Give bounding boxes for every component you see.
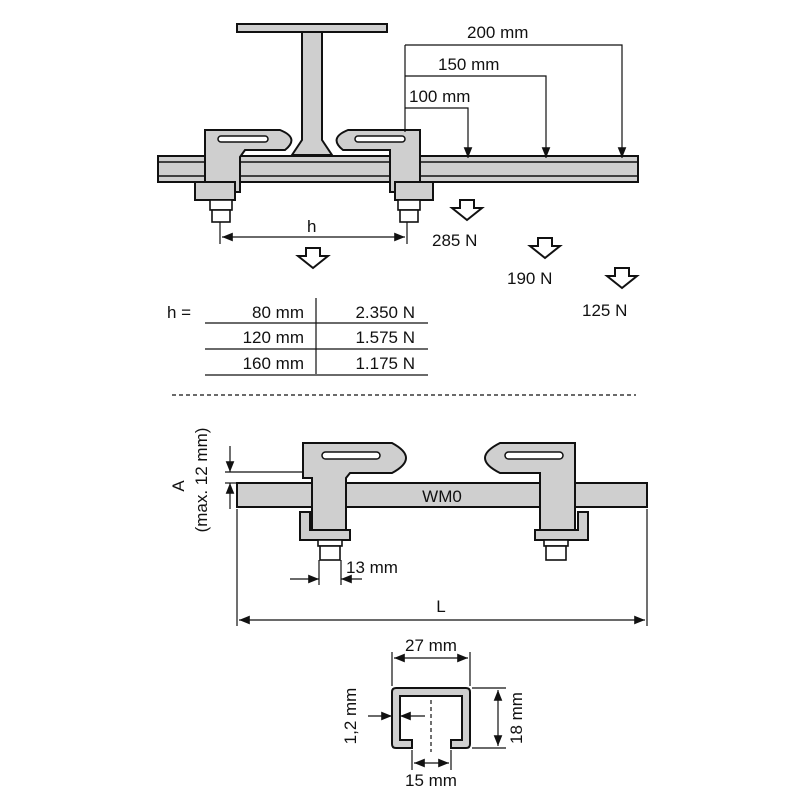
length-label: L [436,597,445,616]
distance-label-150: 150 mm [438,55,499,74]
a-label: A [169,480,188,492]
load-table: h = 80 mm 2.350 N 120 mm 1.575 N 160 mm … [167,298,428,376]
load-arrow-center [295,247,331,270]
table-load-3: 1.175 N [355,354,415,373]
load-arrow-1 [449,199,485,222]
right-clamp [335,129,434,223]
middle-assembly: WM0 A (max. 12 mm) 13 mm [169,428,648,626]
wm0-rail [236,482,648,508]
profile-width-label: 27 mm [405,636,457,655]
load-label-125: 125 N [582,301,627,320]
table-h-2: 120 mm [243,328,304,347]
table-load-2: 1.575 N [355,328,415,347]
profile-thickness-label: 1,2 mm [341,688,360,745]
a-max-label: (max. 12 mm) [192,428,211,533]
distance-label-200: 200 mm [467,23,528,42]
load-label-285: 285 N [432,231,477,250]
profile-height-label: 18 mm [507,692,526,744]
profile-opening-label: 15 mm [405,771,457,790]
table-h-1: 80 mm [252,303,304,322]
left-clamp [194,129,293,223]
table-load-1: 2.350 N [355,303,415,322]
distance-label-100: 100 mm [409,87,470,106]
bolt-width-label: 13 mm [346,558,398,577]
load-arrow-2 [527,237,563,260]
middle-left-clamp [299,442,407,561]
h-label: h [307,217,316,236]
middle-right-clamp [484,442,589,561]
top-assembly: 200 mm 150 mm 100 mm h 285 N 190 N 125 N [157,23,640,320]
table-h-3: 160 mm [243,354,304,373]
load-label-190: 190 N [507,269,552,288]
rail-label: WM0 [422,487,462,506]
load-arrow-3 [604,267,640,290]
rail-profile: 27 mm 18 mm 1,2 mm 15 mm [341,636,526,790]
table-prefix: h = [167,303,191,322]
